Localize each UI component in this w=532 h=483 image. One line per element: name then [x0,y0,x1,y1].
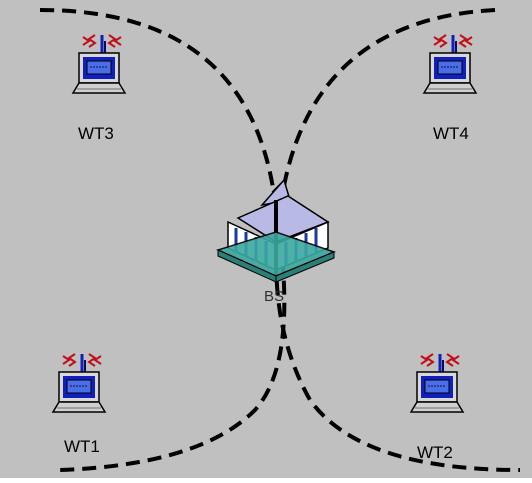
node-label-wt1: WT1 [64,437,100,456]
coverage-arc-right [274,8,521,472]
node-label-wt2: WT2 [417,443,453,462]
node-label-wt4: WT4 [433,124,469,143]
node-label-wt3: WT3 [78,124,114,143]
node-label-bs: BS [264,288,285,305]
base-station-building-icon[interactable] [215,178,337,283]
